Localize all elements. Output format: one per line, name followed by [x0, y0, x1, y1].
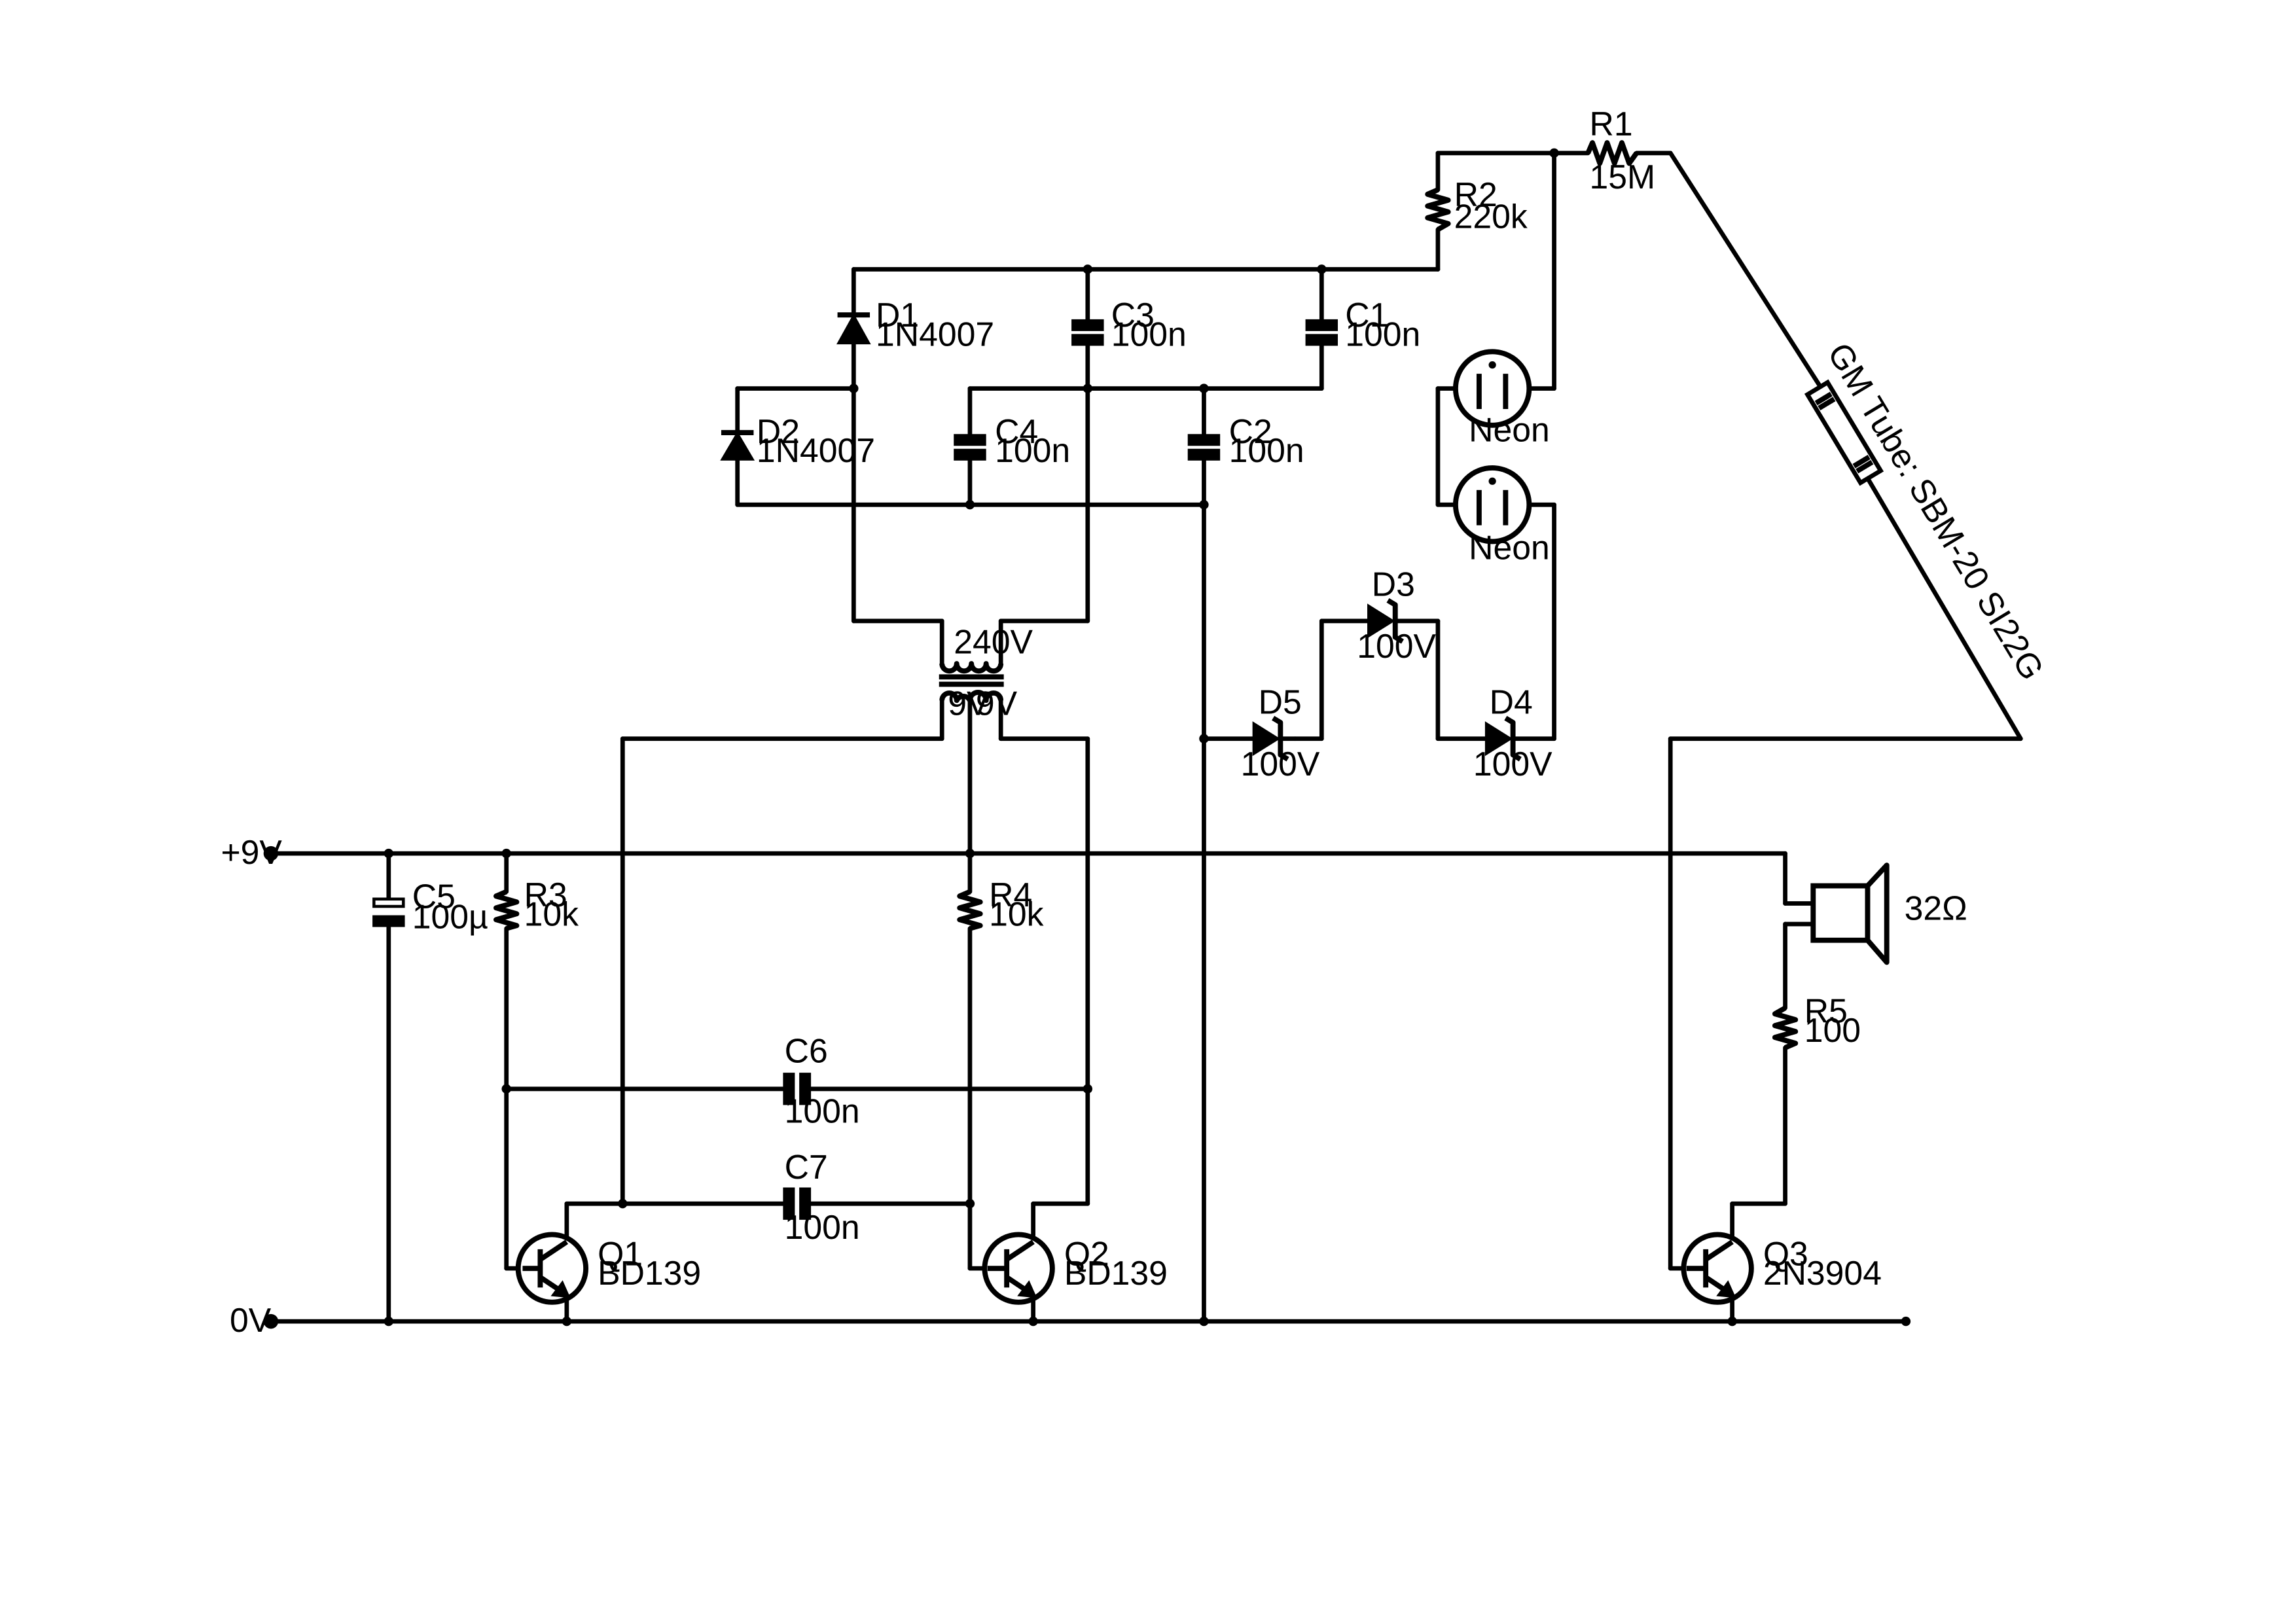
zener-d5: D5 100V	[1241, 683, 1320, 782]
c7-value-label: 100n	[785, 1208, 860, 1246]
c6-value-label: 100n	[785, 1092, 860, 1130]
loudspeaker: 32Ω	[1810, 863, 1967, 965]
n2-label-label: Neon	[1469, 528, 1550, 566]
d2-ref-label: D2	[757, 412, 800, 450]
zero-label: 0V	[230, 1301, 272, 1339]
r1-value-label: 15M	[1590, 158, 1656, 196]
c5-ref-label: C5	[412, 877, 456, 915]
d5-value-label: 100V	[1241, 745, 1320, 783]
t1-sec_b-label: 9V	[976, 685, 1018, 722]
r4-value-label: 10k	[989, 895, 1044, 933]
q2-ref-label: Q2	[1064, 1235, 1109, 1273]
c4-ref-label: C4	[995, 412, 1038, 450]
neon-lamp-1: Neon	[1452, 349, 1550, 449]
c3-value-label: 100n	[1111, 315, 1187, 353]
diode-d1: D1 1N4007	[836, 296, 994, 353]
ls-value-label: 32Ω	[1905, 889, 1967, 927]
d2-value-label: 1N4007	[757, 431, 875, 469]
d5-ref-label: D5	[1259, 683, 1302, 721]
c7-ref-label: C7	[785, 1148, 828, 1186]
t1-sec_a-label: 9V	[948, 685, 990, 722]
capacitor-c1: C1 100n	[1305, 296, 1420, 353]
r5-value-label: 100	[1804, 1011, 1861, 1049]
resistor-r4: R4 10k	[957, 876, 1044, 933]
transistor-q3: Q3 2N3904	[1681, 1232, 1882, 1305]
zener-d3: D3 100V	[1357, 565, 1436, 665]
d3-value-label: 100V	[1357, 627, 1436, 665]
capacitor-c4: C4 100n	[954, 412, 1070, 469]
zener-d4: D4 100V	[1473, 683, 1552, 782]
capacitor-c5: C5 100µ	[372, 877, 488, 936]
gm-tube: GM Tube: SBM-20 SI22G	[1804, 336, 2052, 687]
junction-dots	[384, 148, 1911, 1327]
resistor-r1: R1 15M	[1585, 105, 1656, 196]
capacitor-c3: C3 100n	[1071, 296, 1187, 353]
t1-primary-label: 240V	[954, 622, 1033, 660]
r3-ref-label: R3	[524, 876, 567, 914]
q1-value-label: BD139	[598, 1254, 701, 1292]
r1-ref-label: R1	[1590, 105, 1633, 143]
d4-value-label: 100V	[1473, 745, 1552, 783]
neon-lamp-2: Neon	[1452, 465, 1550, 566]
vplus-terminal	[263, 846, 279, 861]
d4-ref-label: D4	[1490, 683, 1533, 721]
resistor-r3: R3 10k	[493, 876, 579, 933]
q2-value-label: BD139	[1064, 1254, 1168, 1292]
d1-value-label: 1N4007	[876, 315, 994, 353]
r4-ref-label: R4	[989, 876, 1032, 914]
n1-label-label: Neon	[1469, 411, 1550, 449]
r2-ref-label: R2	[1454, 175, 1498, 213]
q3-ref-label: Q3	[1763, 1235, 1808, 1273]
r3-value-label: 10k	[524, 895, 579, 933]
c1-value-label: 100n	[1345, 315, 1420, 353]
transformer-t1: 240V 9V 9V	[939, 622, 1033, 722]
capacitor-c2: C2 100n	[1187, 412, 1304, 469]
d3-ref-label: D3	[1372, 565, 1415, 603]
capacitor-c7: C7 100n	[783, 1148, 860, 1246]
transistor-q2: Q2 BD139	[982, 1232, 1168, 1305]
q3-value-label: 2N3904	[1763, 1254, 1882, 1292]
q1-ref-label: Q1	[598, 1235, 643, 1273]
resistor-r5: R5 100	[1772, 992, 1861, 1050]
c2-value-label: 100n	[1229, 431, 1304, 469]
gm-tube-label: GM Tube: SBM-20 SI22G	[1820, 336, 2051, 687]
wires	[268, 151, 2023, 1324]
vplus-label: +9V	[221, 833, 282, 871]
diode-d2: D2 1N4007	[720, 412, 875, 469]
transistor-q1: Q1 BD139	[515, 1232, 701, 1305]
resistor-r2: R2 220k	[1425, 175, 1528, 236]
capacitor-c6: C6 100n	[783, 1031, 860, 1130]
r2-value-label: 220k	[1454, 198, 1528, 236]
c3-ref-label: C3	[1111, 296, 1155, 334]
c2-ref-label: C2	[1229, 412, 1272, 450]
c5-value-label: 100µ	[412, 898, 488, 936]
r5-ref-label: R5	[1804, 992, 1848, 1030]
d1-ref-label: D1	[876, 296, 919, 334]
c6-ref-label: C6	[785, 1031, 828, 1069]
c1-ref-label: C1	[1345, 296, 1388, 334]
c4-value-label: 100n	[995, 431, 1070, 469]
supply-terminals: +9V 0V	[221, 833, 282, 1339]
zero-terminal	[263, 1313, 279, 1329]
